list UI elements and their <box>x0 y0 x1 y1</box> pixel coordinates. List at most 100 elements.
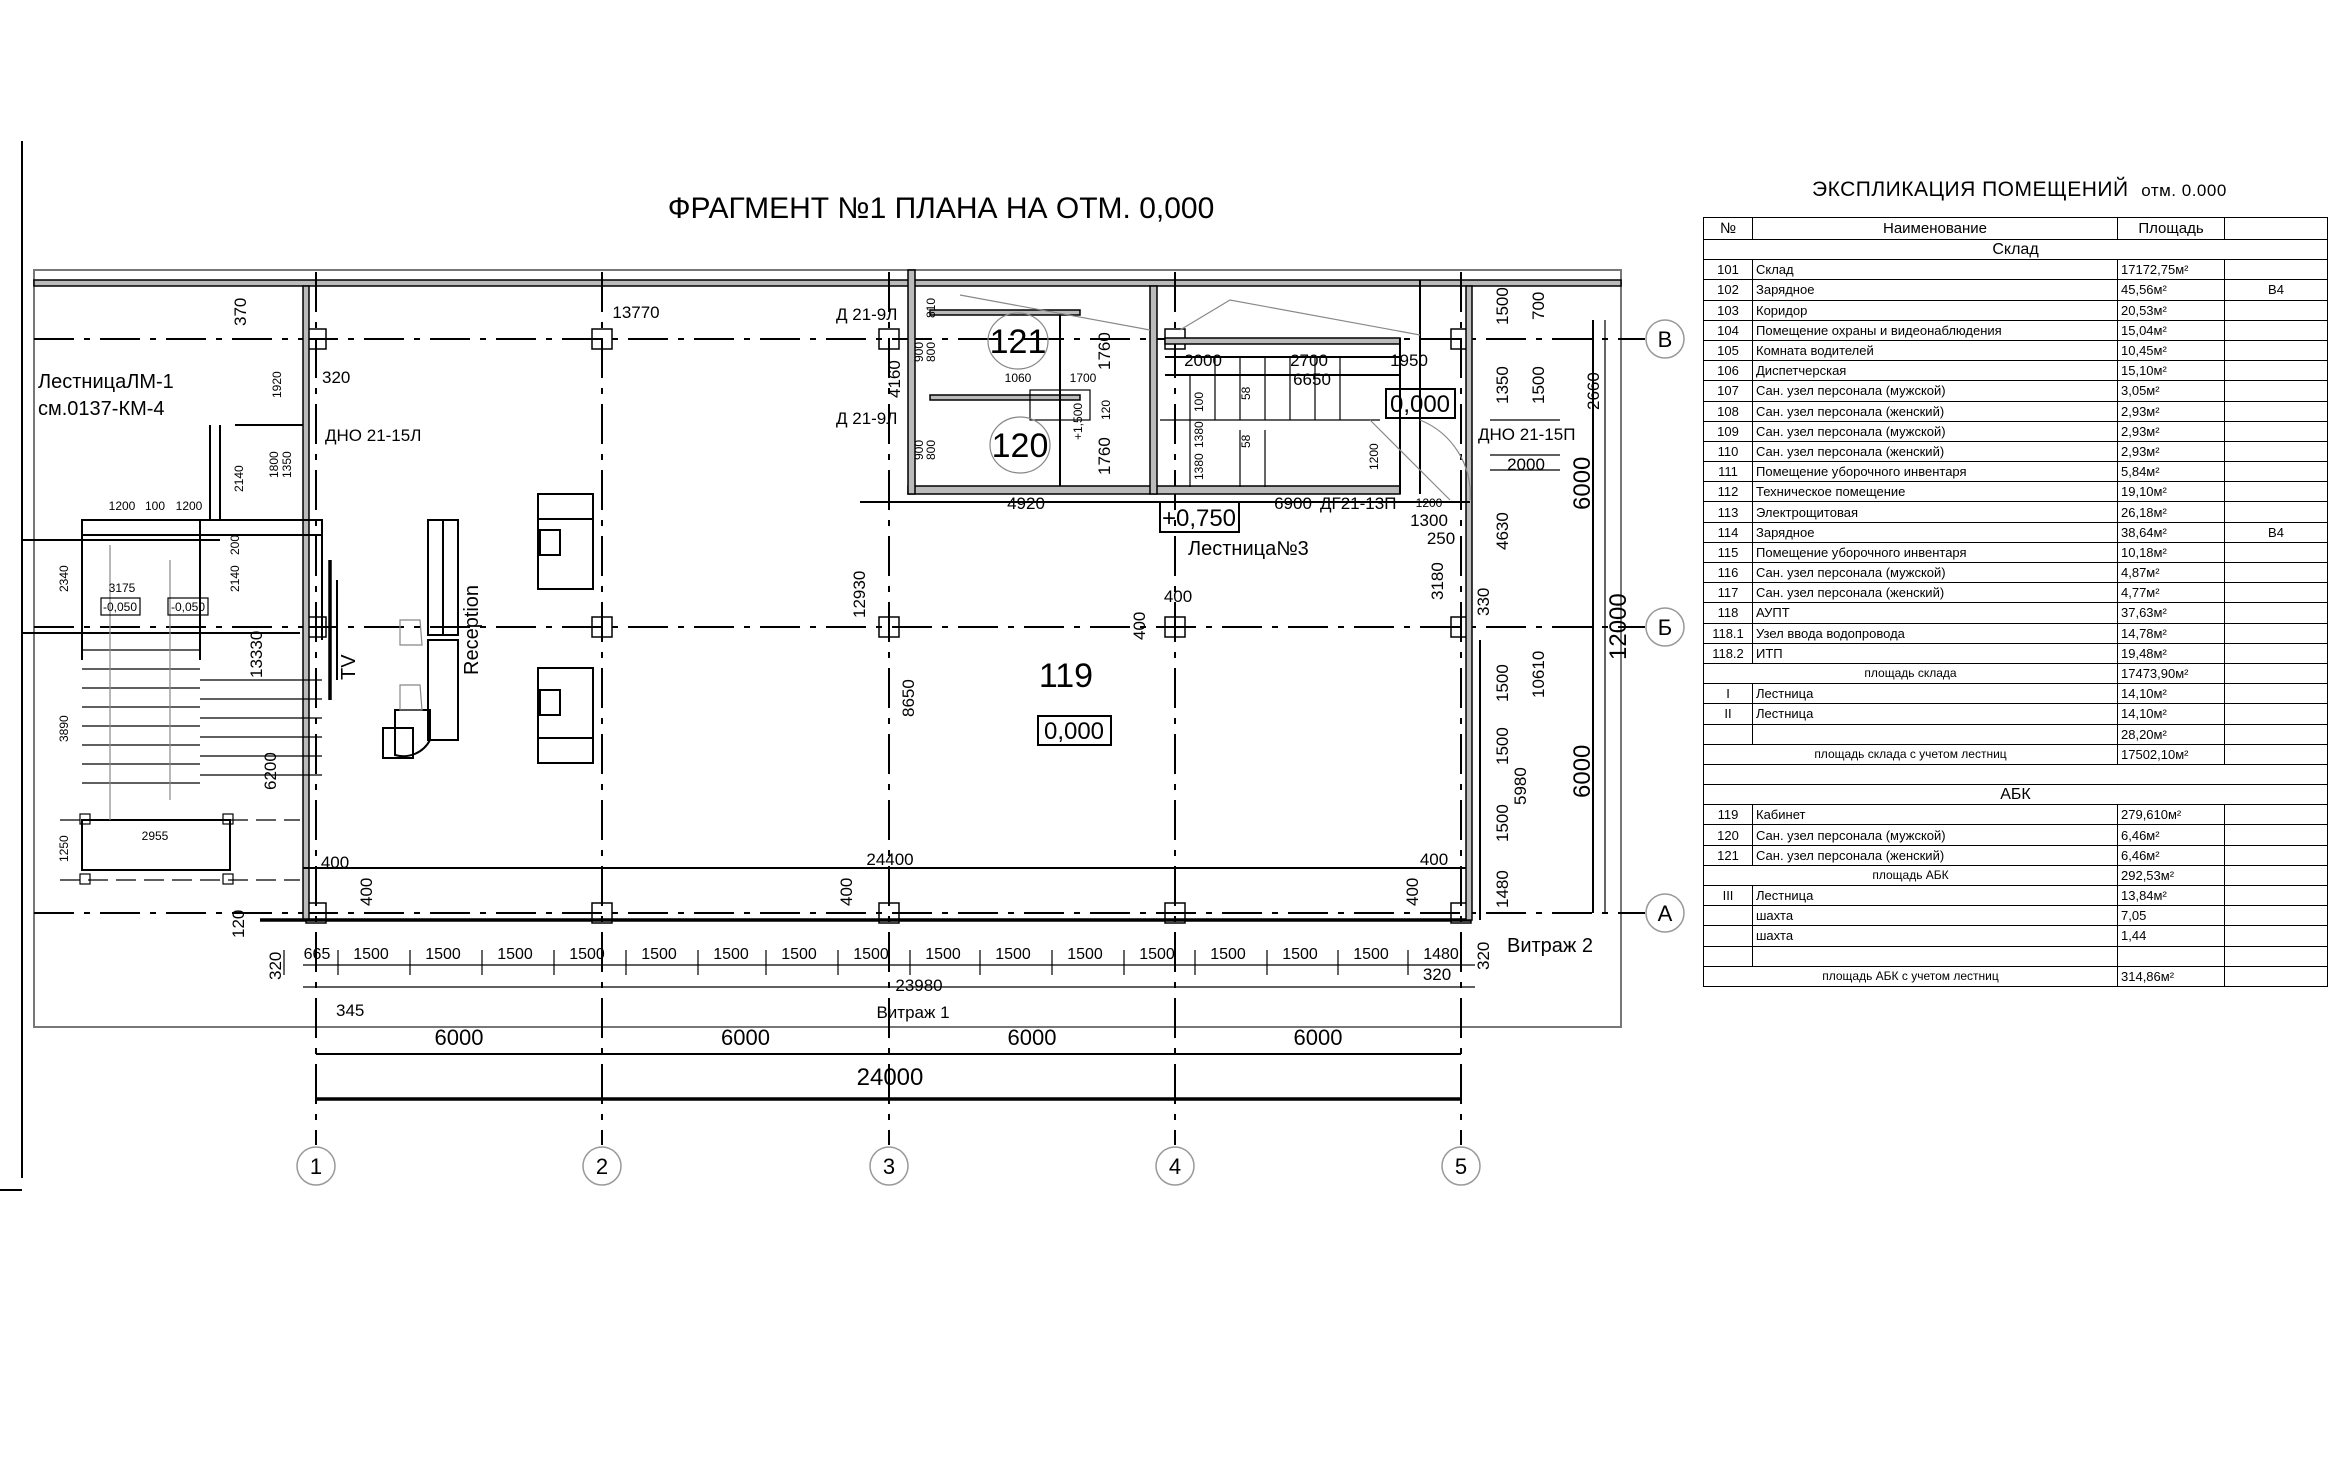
cell-empty <box>2224 965 2328 987</box>
cell-note <box>2224 925 2328 947</box>
dim: 1500 <box>1493 664 1512 702</box>
cell-area: 15,04м² <box>2117 319 2225 341</box>
dim: 400 <box>1164 587 1192 606</box>
door-d21-1: Д 21-9Л <box>836 305 897 324</box>
cell-area: 28,20м² <box>2117 723 2225 745</box>
cell-name: Комната водителей <box>1752 339 2118 362</box>
cell-no: 104 <box>1703 319 1753 341</box>
cell-area: 14,10м² <box>2117 703 2225 725</box>
level-stair-lm-a: -0,050 <box>103 600 137 614</box>
panel-dim: 1500 <box>1067 946 1103 963</box>
cell-name: Сан. узел персонала (женский) <box>1752 844 2118 866</box>
dim: 6900 <box>1274 494 1312 513</box>
dim: 1500 <box>1493 287 1512 325</box>
dim: 120 <box>1099 400 1113 420</box>
cell-no: 113 <box>1703 501 1753 523</box>
dim: 400 <box>357 878 376 906</box>
cell-area: 45,56м² <box>2117 279 2225 301</box>
axis-label: В <box>1658 327 1673 352</box>
axis-bubble-3 <box>869 1146 909 1186</box>
cell-note <box>2224 380 2328 402</box>
dim: 58 <box>1239 434 1253 448</box>
table-row <box>1703 945 2328 967</box>
cell-note <box>2224 622 2328 644</box>
dim: 4630 <box>1493 512 1512 550</box>
cell-note <box>2224 723 2328 745</box>
panel-dim: 1500 <box>1353 946 1389 963</box>
subtotal-area: 17473,90м² <box>2117 662 2225 685</box>
top-wall <box>33 279 1622 287</box>
dim: 2955 <box>142 829 169 843</box>
cell-note <box>2224 804 2328 826</box>
axis-label: А <box>1658 901 1673 926</box>
cell-note <box>2224 561 2328 584</box>
stair-lm1-ref: см.0137-КМ-4 <box>38 398 165 420</box>
dim: 12000 <box>1605 593 1632 660</box>
stair-lm1-label: ЛестницаЛМ-1 <box>38 371 174 393</box>
dim: 400 <box>837 878 856 906</box>
stair-lm1 <box>22 424 323 871</box>
door-dno-p: ДНО 21-15П <box>1478 425 1575 444</box>
dim: 400 <box>1130 612 1149 640</box>
plan-frame <box>33 269 1622 1028</box>
dim: 400 <box>1403 878 1422 906</box>
cell-no: 102 <box>1703 279 1753 301</box>
bay-dim: 6000 <box>721 1025 770 1050</box>
cell-name: Сан. узел персонала (мужской) <box>1752 380 2118 402</box>
stair-lm1-columns <box>60 813 300 885</box>
dim: 320 <box>1474 942 1493 970</box>
cell-name: Помещение уборочного инвентаря <box>1752 461 2118 483</box>
section-heading: АБК <box>1703 784 2328 806</box>
subtotal-label: площадь АБК <box>1703 864 2118 887</box>
cell-note: В4 <box>2224 521 2328 543</box>
cell-empty <box>2224 662 2328 685</box>
cell-no: 114 <box>1703 521 1753 543</box>
cell-area: 4,77м² <box>2117 582 2225 604</box>
axis-label: 3 <box>883 1154 895 1179</box>
cell-name: АУПТ <box>1752 602 2118 624</box>
cell-name: Сан. узел персонала (мужской) <box>1752 824 2118 846</box>
dim: 1250 <box>57 835 71 862</box>
cell-area: 26,18м² <box>2117 501 2225 523</box>
cell-name: Кабинет <box>1752 804 2118 826</box>
explication-title: ЭКСПЛИКАЦИЯ ПОМЕЩЕНИЙ отм. 0.000 <box>1812 178 2227 202</box>
room-120-number: 120 <box>992 427 1049 465</box>
cell-name: ИТП <box>1752 642 2118 664</box>
cell-area: 10,18м² <box>2117 541 2225 564</box>
table-row: 28,20м² <box>1703 723 2328 745</box>
cell-no: 106 <box>1703 360 1753 382</box>
room-121-number: 121 <box>990 323 1047 361</box>
cell-no: I <box>1703 683 1753 705</box>
cell-note <box>2224 299 2328 321</box>
panel-dim: 1500 <box>1210 946 1246 963</box>
dim: 12930 <box>850 571 869 618</box>
cell-no <box>1703 945 1753 967</box>
dim: 2700 <box>1290 351 1328 370</box>
panel-dim: 1500 <box>925 946 961 963</box>
dim: 8650 <box>899 679 918 717</box>
axis-label: 1 <box>310 1154 322 1179</box>
cell-no: 105 <box>1703 339 1753 362</box>
dim: 1300 <box>1410 511 1448 530</box>
dim: 4920 <box>1007 494 1045 513</box>
cell-note <box>2224 461 2328 483</box>
bay-dim: 6000 <box>1294 1025 1343 1050</box>
cell-area: 19,48м² <box>2117 642 2225 664</box>
cell-area: 20,53м² <box>2117 299 2225 321</box>
vitrazh-1-label: Витраж 1 <box>876 1003 949 1022</box>
